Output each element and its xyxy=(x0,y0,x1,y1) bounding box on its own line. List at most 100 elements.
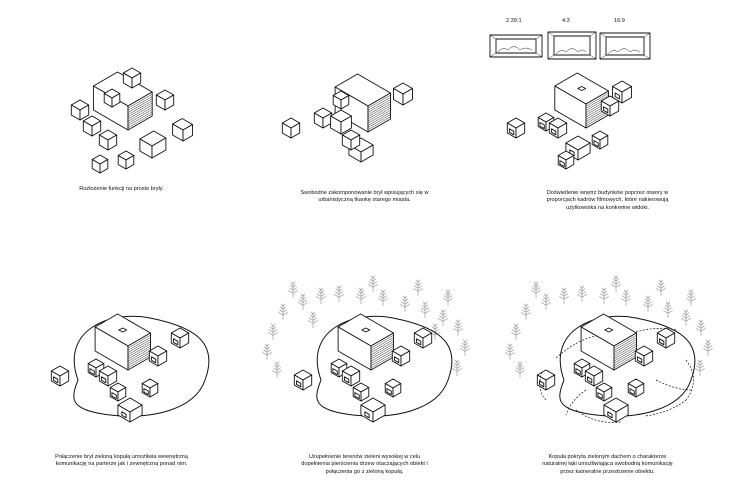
main-hall-block xyxy=(94,313,151,371)
caption-1: Rozłożenie funkcji na proste bryły. xyxy=(79,186,164,192)
panel-1: Rozłożenie funkcji na proste bryły. xyxy=(0,0,243,240)
tree-icon xyxy=(298,293,308,310)
small-block xyxy=(603,397,629,423)
small-block xyxy=(548,117,568,139)
diagram-tree-ring xyxy=(262,275,470,423)
small-block xyxy=(103,88,121,108)
tree-icon xyxy=(288,281,298,298)
tree-icon xyxy=(453,319,463,336)
small-block xyxy=(91,154,109,174)
small-block xyxy=(148,345,168,367)
frame-16-9 xyxy=(599,32,651,60)
circulation-arrow-icon xyxy=(655,379,692,391)
small-block xyxy=(50,365,70,387)
diagram-green-dome xyxy=(50,313,210,423)
small-block xyxy=(122,67,142,89)
tree-icon xyxy=(443,289,453,306)
green-dome-outline xyxy=(316,315,453,417)
panel-4: Połączenie brył zieloną kopułą umożliwia… xyxy=(0,240,243,480)
circulation-arrow-icon xyxy=(685,359,694,401)
small-block xyxy=(109,382,127,402)
tree-icon xyxy=(663,301,673,318)
tree-icon xyxy=(703,339,713,356)
small-block xyxy=(584,365,604,387)
small-block xyxy=(536,369,556,391)
tree-icon xyxy=(531,281,541,298)
tree-icon xyxy=(262,343,272,360)
small-block xyxy=(573,358,591,378)
green-dome-outline xyxy=(73,315,210,417)
small-block xyxy=(98,129,118,151)
tree-icon xyxy=(656,279,666,296)
small-block xyxy=(332,90,350,110)
main-hall-block xyxy=(92,71,153,131)
tree-icon xyxy=(420,301,430,318)
frame-2-39-1 xyxy=(489,34,543,58)
small-block xyxy=(155,89,175,111)
diagram-film-frame-openings: 2.39:1 4:3 16:9 xyxy=(489,18,651,170)
ratio-label-4-3: 4:3 xyxy=(562,18,570,24)
small-block xyxy=(634,345,654,367)
ratio-label-2-39: 2.39:1 xyxy=(506,18,522,24)
green-dome-outline xyxy=(559,315,696,417)
tree-icon xyxy=(559,287,569,304)
caption-2: Swobodne zakomponowanie brył wpisujących… xyxy=(300,190,429,204)
small-block xyxy=(117,397,143,423)
small-block xyxy=(627,378,645,398)
small-block xyxy=(537,112,555,132)
caption-3: Doświetlenie wnętrz budynków poprzez otw… xyxy=(546,190,669,211)
small-block xyxy=(595,382,613,402)
tree-icon xyxy=(511,323,521,340)
tree-icon xyxy=(577,285,587,302)
small-block xyxy=(117,150,135,170)
small-block xyxy=(98,365,118,387)
frame-4-3 xyxy=(547,31,597,60)
small-block xyxy=(70,99,90,121)
tree-icon xyxy=(268,323,278,340)
main-hall-block xyxy=(337,313,394,371)
tree-icon xyxy=(356,287,366,304)
small-block xyxy=(591,130,609,150)
tree-icon xyxy=(611,275,621,292)
tree-icon xyxy=(316,287,326,304)
small-block xyxy=(557,150,575,170)
panel-6: Kopuła pokryta zielonym dachem o charakt… xyxy=(486,240,729,480)
small-block xyxy=(413,327,433,349)
main-hall-block xyxy=(580,313,637,371)
ratio-label-16-9: 16:9 xyxy=(614,18,625,24)
tree-icon xyxy=(505,343,515,360)
small-block xyxy=(141,378,159,398)
panel-5: Uzupełnienie terenów zieleni wysokiej w … xyxy=(243,240,486,480)
small-block xyxy=(172,118,193,142)
small-block xyxy=(565,135,591,161)
small-block xyxy=(506,117,526,139)
diagram-meadow-roof-circulation xyxy=(505,275,713,423)
small-block xyxy=(600,95,620,117)
tree-icon xyxy=(621,289,631,306)
panel-3: 2.39:1 4:3 16:9 Doświetlenie wnętrz budy… xyxy=(486,0,729,240)
tree-icon xyxy=(681,309,691,326)
small-block xyxy=(330,109,352,135)
tree-icon xyxy=(272,361,282,378)
caption-4: Połączenie brył zieloną kopułą umożliwia… xyxy=(55,454,188,468)
small-block xyxy=(82,115,102,137)
tree-icon xyxy=(686,289,696,306)
small-block xyxy=(656,327,676,349)
caption-6: Kopuła pokryta zielonym dachem o charakt… xyxy=(542,454,673,475)
tree-icon xyxy=(400,295,410,312)
tree-icon xyxy=(438,309,448,326)
tree-icon xyxy=(541,293,551,310)
small-block xyxy=(391,345,411,367)
tree-icon xyxy=(599,287,609,304)
tree-icon xyxy=(696,319,706,336)
small-block xyxy=(293,369,313,391)
caption-5: Uzupełnienie terenów zieleni wysokiej w … xyxy=(301,454,428,475)
small-block xyxy=(341,129,361,151)
diagram-free-composition xyxy=(281,73,413,163)
small-block xyxy=(393,82,413,106)
tree-icon xyxy=(460,339,470,356)
panel-2: Swobodne zakomponowanie brył wpisujących… xyxy=(243,0,486,240)
tree-icon xyxy=(695,359,705,376)
small-block xyxy=(360,397,386,423)
tree-icon xyxy=(521,303,531,320)
